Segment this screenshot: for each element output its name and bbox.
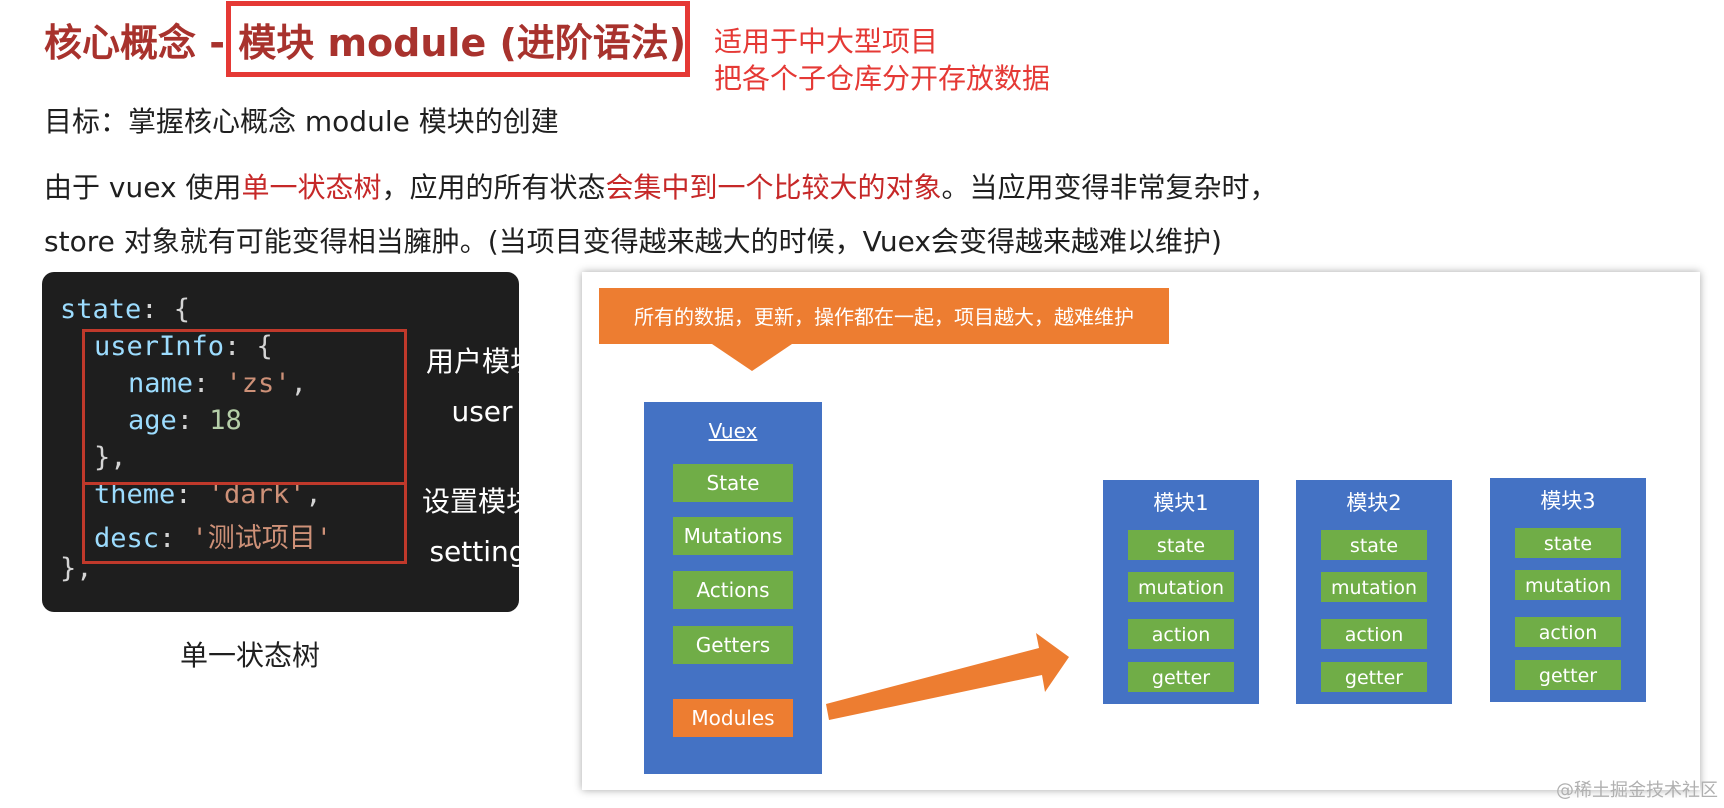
module-item-action: action [1539,622,1597,644]
title-highlight-box [226,1,690,77]
page-title: 核心概念 - 模块 module (进阶语法) [44,21,687,65]
code-number: 18 [209,405,242,436]
code-line-1: state: { [60,294,190,325]
code-key: userInfo [94,331,225,362]
module-item-state: state [1350,535,1398,557]
user-module-box [82,329,407,485]
module-item-box [1321,572,1427,602]
module-item-action: action [1345,624,1403,646]
code-punct: : [175,479,208,510]
module-item-state: state [1157,535,1205,557]
module-item-mutation: mutation [1331,577,1417,599]
arrow-to-modules [826,633,1069,720]
callout-pointer [712,344,792,371]
module-item-state: state [1544,533,1592,555]
code-punct: , [290,368,307,399]
module-item-box [1515,570,1621,600]
module-item-getter: getter [1539,665,1597,687]
label-user-module: 用户模块 [425,345,538,378]
diagram-svg: 所有的数据，更新，操作都在一起，项目越大，越难维护 Vuex State Mut… [599,288,1646,774]
text: 。当应用变得非常复杂时， [941,171,1278,204]
code-key: age [128,405,177,436]
module-title: 模块3 [1540,489,1595,513]
module-item-box [1515,528,1621,558]
vuex-item-box [673,517,793,555]
vuex-item-box [673,464,793,502]
module-title: 模块2 [1346,491,1401,515]
callout-box [599,288,1169,344]
code-line-8: }, [60,553,93,584]
code-key: name [128,368,194,399]
label-setting-module: 设置模块 [421,485,534,518]
module-item-box [1128,619,1234,649]
module-item-box [1128,572,1234,602]
code-punct: : { [224,331,273,362]
goal-text: 目标：掌握核心概念 module 模块的创建 [44,105,559,138]
code-string: '测试项目' [191,523,333,554]
label-user: user [451,395,513,428]
note-line-2: 把各个子仓库分开存放数据 [714,62,1051,95]
code-line-4: age: 18 [128,405,242,436]
module-item-getter: getter [1345,667,1403,689]
module-item-box [1515,617,1621,647]
vuex-diagram: 所有的数据，更新，操作都在一起，项目越大，越难维护 Vuex State Mut… [582,272,1700,790]
module-title: 模块1 [1153,491,1208,515]
module-item-box [1321,662,1427,692]
note-line-1: 适用于中大型项目 [714,25,939,58]
module-item-box [1321,530,1427,560]
module-item-box [1515,660,1621,690]
watermark: @稀土掘金技术社区 [1556,780,1718,801]
label-setting: setting [429,535,527,568]
code-punct: : { [141,294,191,325]
module-2: 模块2 state mutation action getter [1296,480,1452,704]
code-line-2: userInfo: { [94,331,273,362]
module-item-box [1128,530,1234,560]
vuex-item-actions: Actions [696,578,769,602]
module-item-mutation: mutation [1138,577,1224,599]
vuex-item-getters: Getters [696,633,770,657]
module-item-box [1321,619,1427,649]
code-line-7: desc: '测试项目' [94,516,332,555]
paragraph-line-1: 由于 vuex 使用单一状态树，应用的所有状态会集中到一个比较大的对象。当应用变… [44,166,1278,206]
module-item-action: action [1152,624,1210,646]
vuex-store: Vuex State Mutations Actions Getters Mod… [644,402,822,774]
vuex-item-box [673,626,793,664]
modules-label: Modules [691,706,774,730]
code-punct: : [176,405,210,436]
code-caption: 单一状态树 [180,639,321,672]
text: 由于 vuex 使用 [44,171,242,204]
callout-text: 所有的数据，更新，操作都在一起，项目越大，越难维护 [634,305,1134,329]
module-3: 模块3 state mutation action getter [1490,478,1646,702]
module-item-getter: getter [1152,667,1210,689]
code-punct: : [193,368,226,399]
text: ，应用的所有状态 [381,171,606,204]
callout: 所有的数据，更新，操作都在一起，项目越大，越难维护 [599,288,1169,371]
module-1: 模块1 state mutation action getter [1103,480,1259,704]
vuex-title: Vuex [709,419,758,443]
code-string: 'zs' [225,368,291,399]
setting-module-box [82,482,407,564]
vuex-item-mutations: Mutations [684,524,783,548]
code-key: state [60,294,142,325]
code-key: desc [94,523,160,554]
highlight-big-object: 会集中到一个比较大的对象 [605,171,942,204]
highlight-single-state-tree: 单一状态树 [241,171,382,204]
paragraph-line-2: store 对象就有可能变得相当臃肿。(当项目变得越来越大的时候，Vuex会变得… [44,225,1222,258]
code-punct: , [305,479,322,510]
vuex-item-state: State [707,471,760,495]
modules-box [673,699,793,737]
code-punct: : [159,523,192,554]
module-item-mutation: mutation [1525,575,1611,597]
code-panel: state: { userInfo: { name: 'zs', age: 18… [42,272,538,612]
code-line-5: }, [94,442,127,473]
module-item-box [1128,662,1234,692]
vuex-item-box [673,571,793,609]
code-line-3: name: 'zs', [128,368,307,399]
